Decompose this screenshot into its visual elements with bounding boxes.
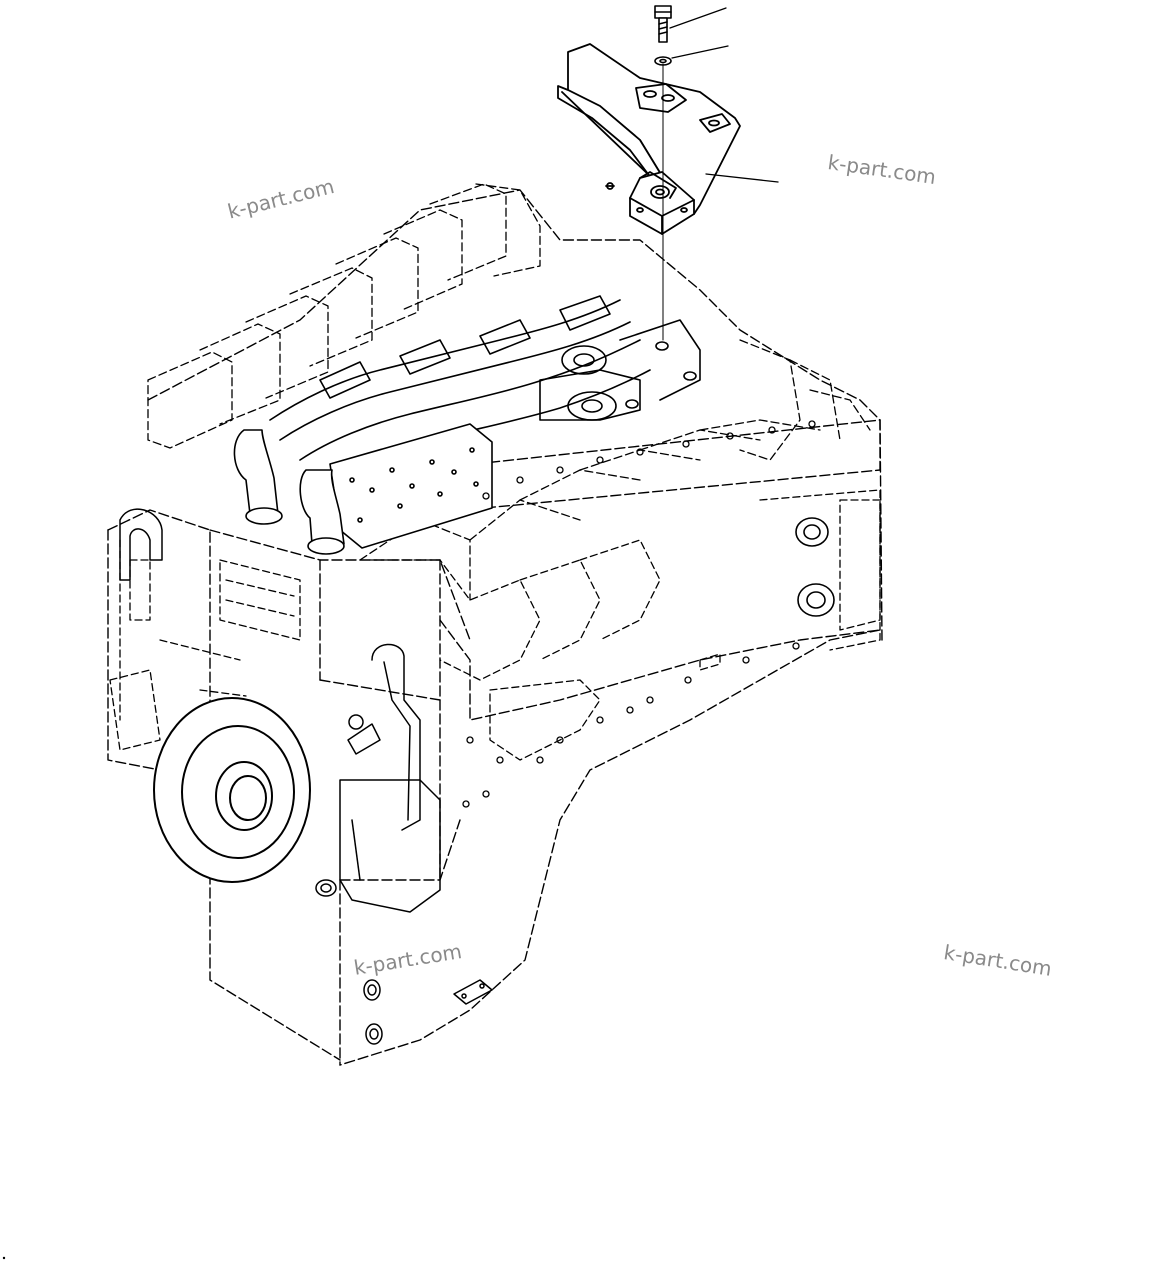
intake-pipes: [233, 429, 345, 555]
bolt-part: [654, 5, 672, 43]
mounting-bracket-part: [557, 43, 741, 235]
corner-dot: [2, 1256, 6, 1260]
heat-shield-plate: [329, 423, 493, 549]
block-bolts: [462, 420, 816, 808]
engine-block: [107, 189, 883, 1066]
cylinder-head-covers: [147, 183, 871, 601]
side-ports: [795, 517, 835, 617]
front-cover-piping: [119, 508, 493, 1045]
block-side-details: [109, 489, 881, 761]
exhaust-manifold: [269, 295, 701, 481]
part-leader-lines: [669, 7, 779, 183]
crankshaft-damper-pulley: [153, 697, 311, 883]
